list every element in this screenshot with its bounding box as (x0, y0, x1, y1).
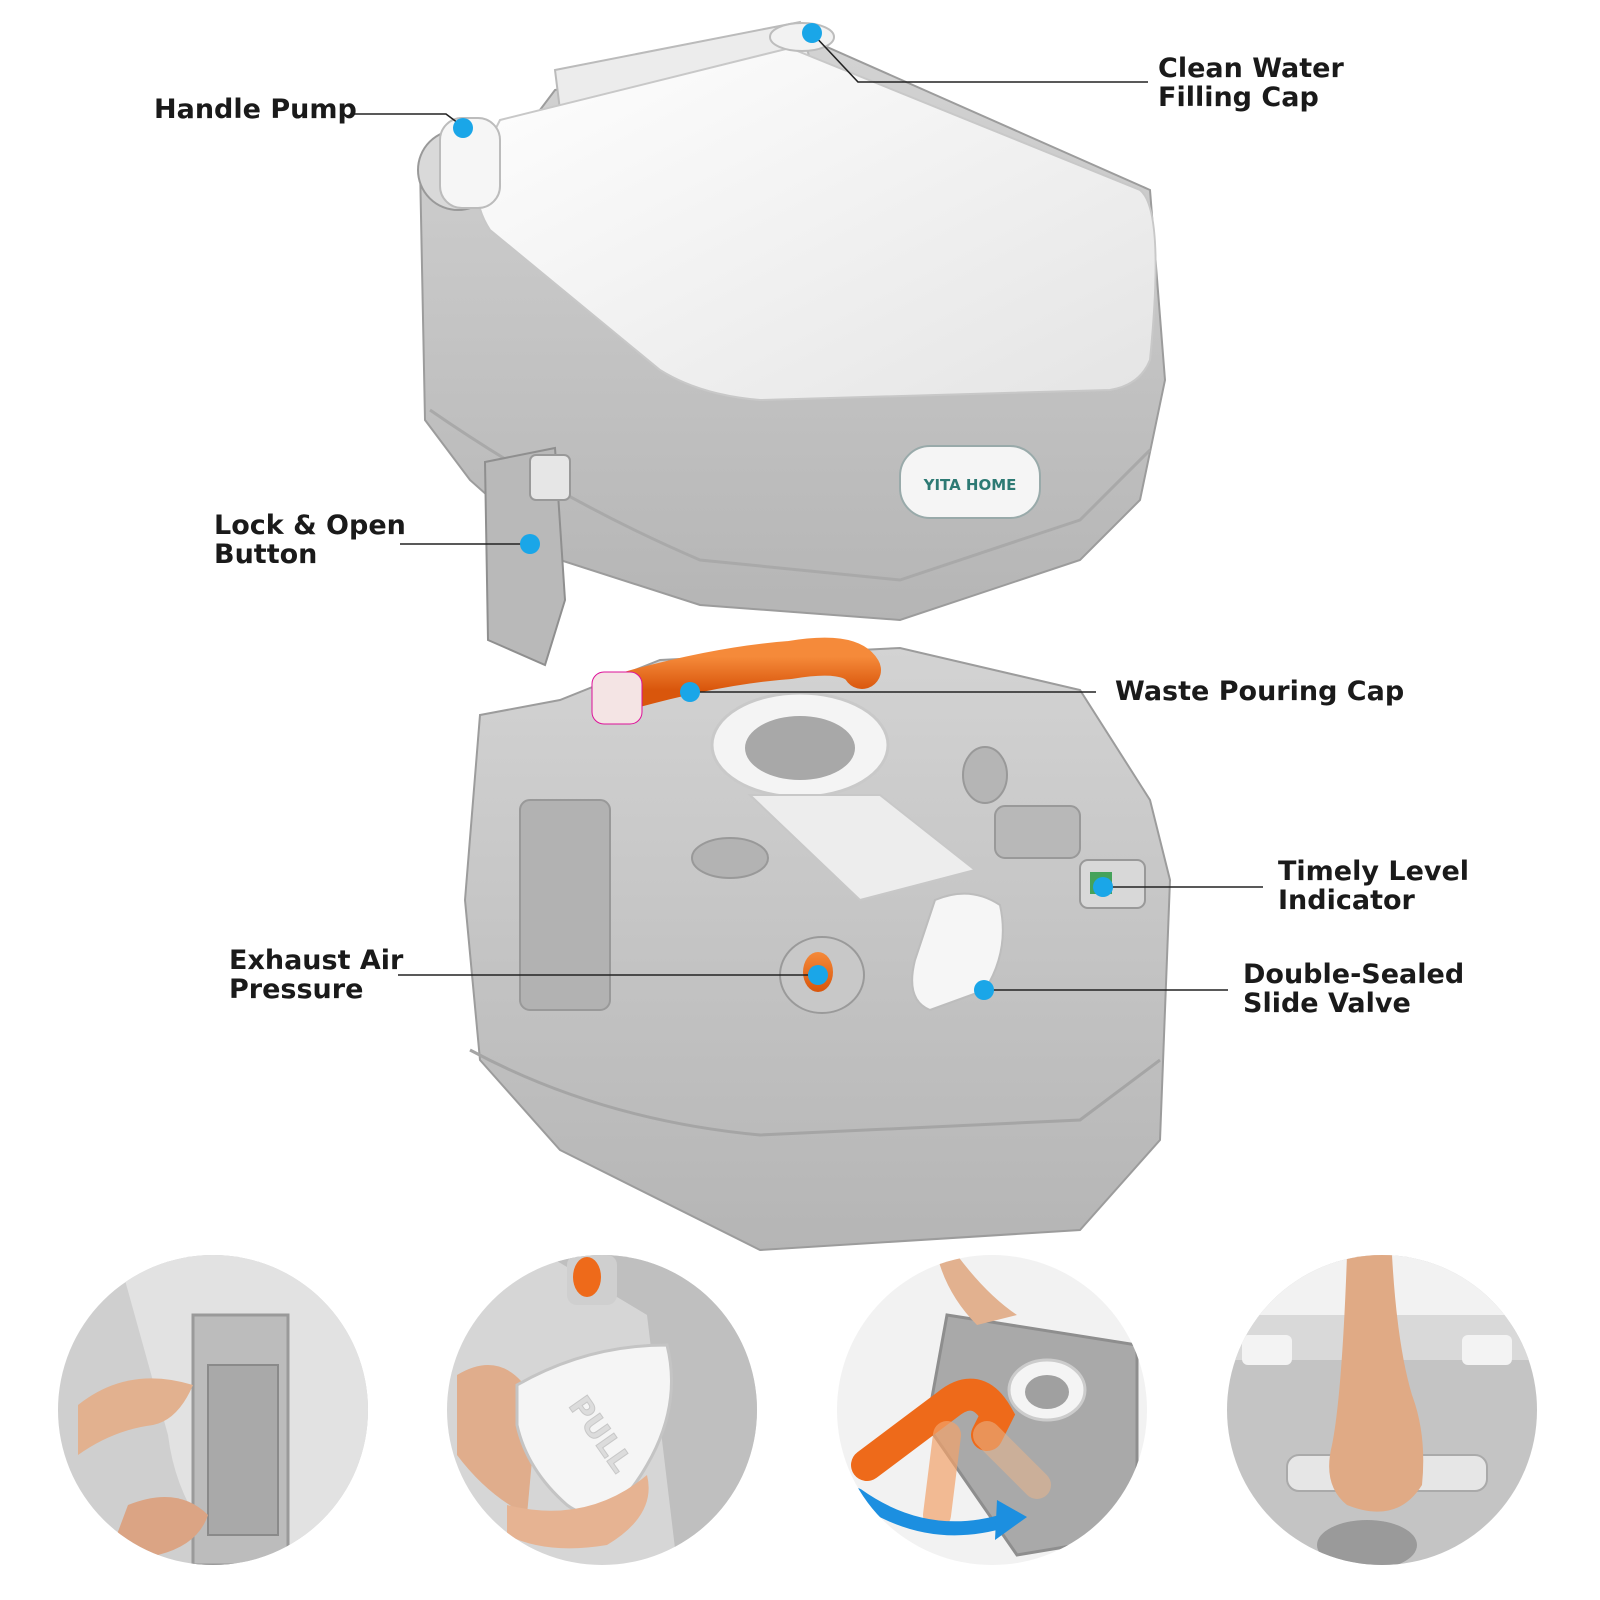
callout-lock-open-button: Lock & Open Button (214, 511, 406, 569)
callout-text: Clean Water (1158, 53, 1344, 84)
lower-tank (463, 637, 1172, 1252)
callout-waste-pouring-cap: Waste Pouring Cap (1115, 677, 1404, 706)
callout-clean-water-cap: Clean Water Filling Cap (1158, 54, 1344, 112)
callout-text: Exhaust Air (229, 945, 404, 976)
callout-text: Indicator (1278, 885, 1415, 916)
callout-text: Double-Sealed (1243, 959, 1465, 990)
callout-text: Slide Valve (1243, 988, 1411, 1019)
pour-spout (591, 637, 881, 725)
callout-text: Timely Level (1278, 856, 1470, 887)
hand-pressing-latch-icon (58, 1255, 368, 1565)
callout-text: Filling Cap (1158, 82, 1319, 113)
detail-photo-handle (1227, 1255, 1537, 1565)
callout-exhaust-air: Exhaust Air Pressure (229, 946, 403, 1004)
hand-pulling-valve-icon: PULL (447, 1255, 757, 1565)
callout-text: Waste Pouring Cap (1115, 676, 1405, 707)
callout-level-indicator: Timely Level Indicator (1278, 857, 1469, 915)
callout-text: Handle Pump (154, 94, 357, 125)
callout-text: Pressure (229, 974, 364, 1005)
callout-text: Button (214, 539, 318, 570)
callout-text: Lock & Open (214, 510, 406, 541)
callout-slide-valve: Double-Sealed Slide Valve (1243, 960, 1464, 1018)
brand-logo: YITA HOME (899, 445, 1041, 519)
upper-tank: YITA HOME (417, 20, 1167, 667)
rotating-spout-icon (837, 1255, 1147, 1565)
detail-photo-spout (837, 1255, 1147, 1565)
callout-handle-pump: Handle Pump (154, 95, 357, 124)
detail-photo-latch (58, 1255, 368, 1565)
callout-leaders (352, 32, 1263, 991)
callout-dots (453, 23, 1113, 1000)
hand-carrying-handle-icon (1227, 1255, 1537, 1565)
detail-photo-valve: PULL (447, 1255, 757, 1565)
svg-text:YITA HOME: YITA HOME (923, 476, 1017, 494)
lock-latch (483, 446, 571, 667)
